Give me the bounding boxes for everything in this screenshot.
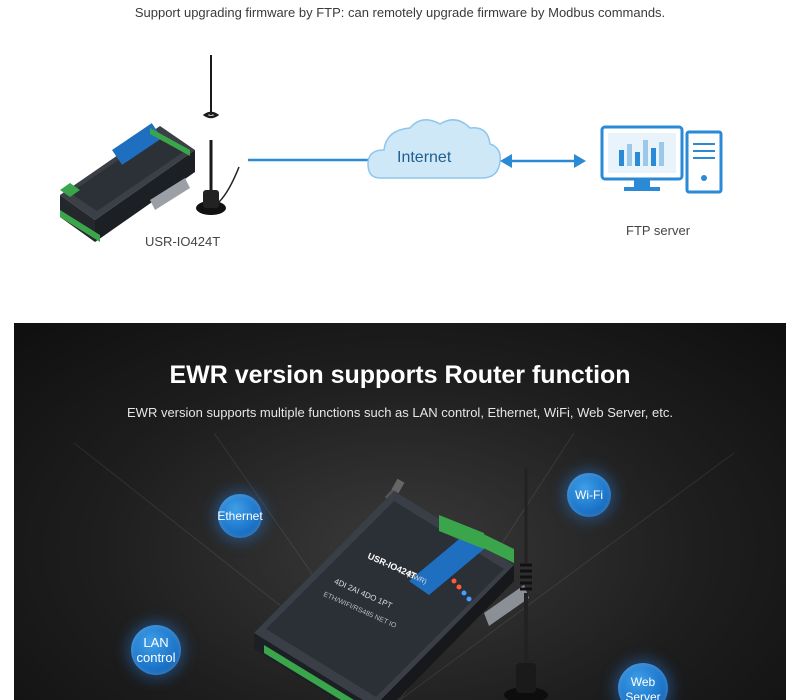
monitor-icon [600,125,684,191]
web-server-bubble: Web Server [618,663,668,700]
double-arrow-icon [500,154,586,168]
ftp-diagram [60,55,723,242]
wifi-bubble: Wi-Fi [567,473,611,517]
io-device-icon [254,491,529,700]
ewr-device-illustration [73,432,735,700]
pc-tower-icon [685,130,723,194]
ewr-subtitle: EWR version supports multiple functions … [127,405,673,420]
io-device-icon [60,123,195,242]
ewr-title: EWR version supports Router function [169,361,631,389]
top-caption: Support upgrading firmware by FTP: can r… [134,5,666,20]
ethernet-bubble: Ethernet [217,494,263,538]
device-label: USR-IO424T [145,234,221,249]
cloud-icon [367,119,502,179]
antenna-icon [504,468,548,700]
antenna-icon [196,55,240,215]
lan-control-bubble: LAN control [131,625,181,675]
ewr-section: EWR version supports Router function EWR… [14,323,786,700]
internet-label: Internet [397,149,452,166]
ftp-server-label: FTP server [626,223,691,238]
